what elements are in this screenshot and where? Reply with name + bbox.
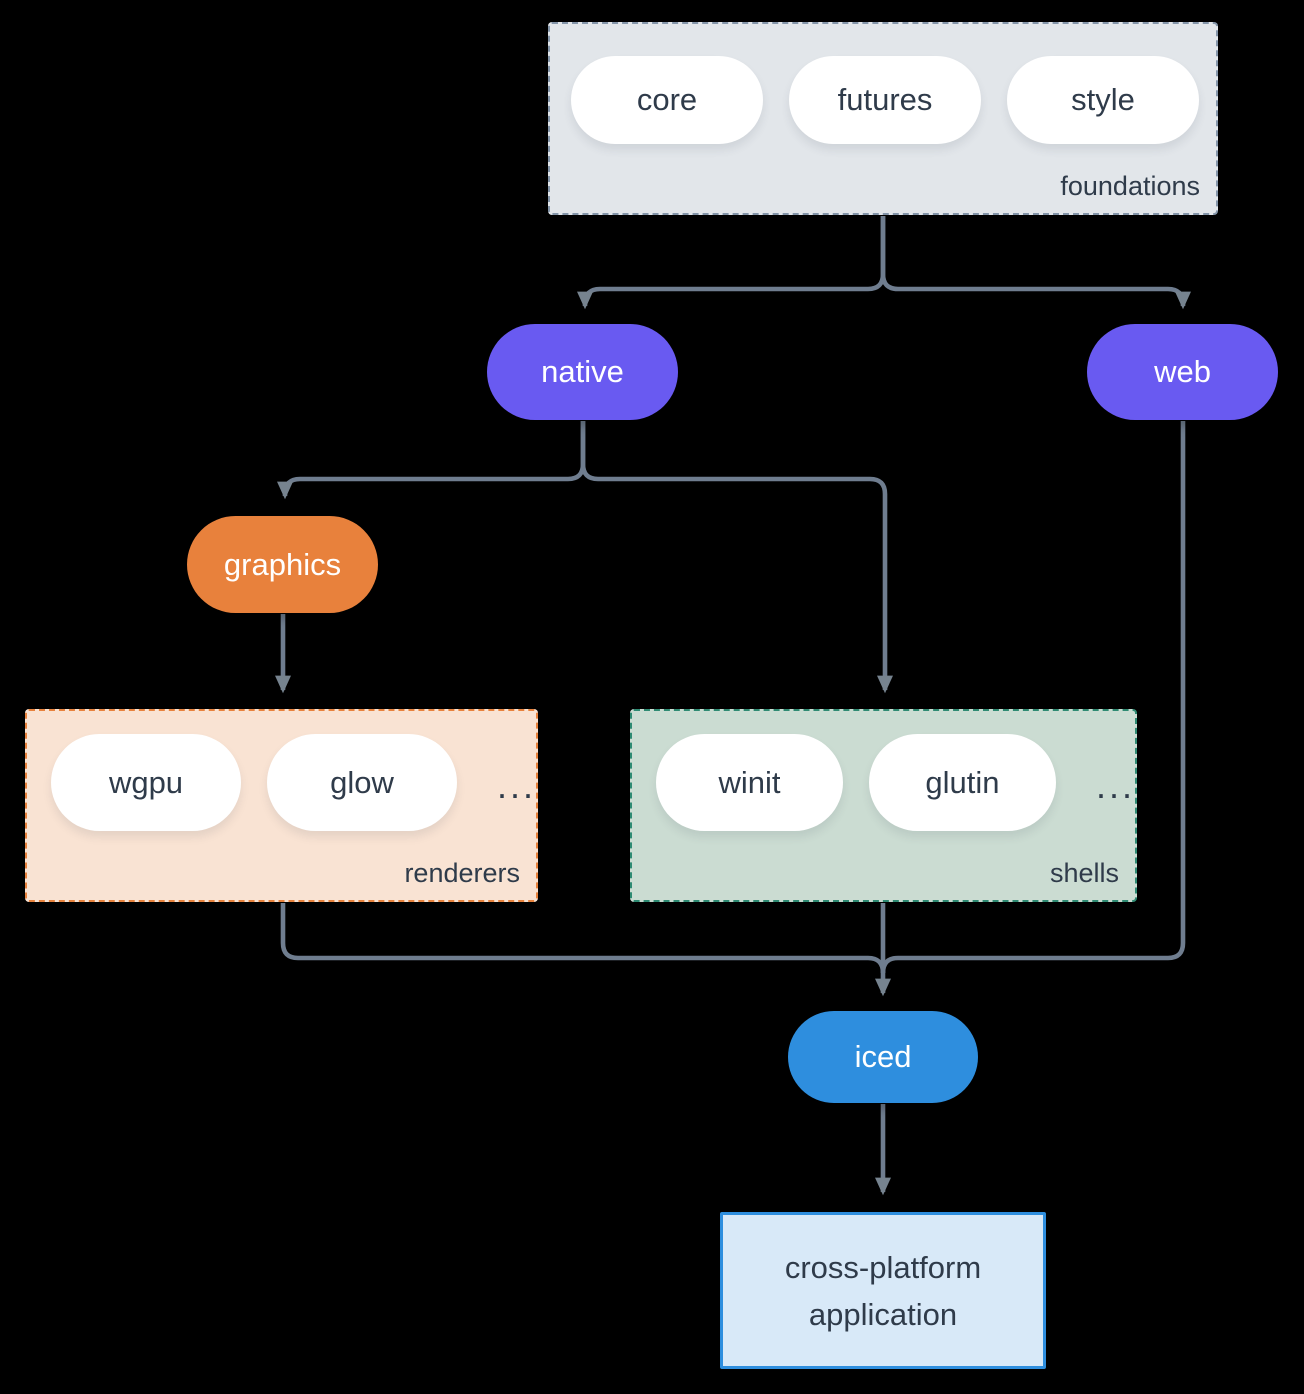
node-winit: winit bbox=[656, 734, 843, 831]
node-core: core bbox=[571, 56, 763, 144]
renderers-label: renderers bbox=[404, 858, 520, 888]
node-glutin: glutin bbox=[868, 734, 1056, 831]
node-graphics: graphics bbox=[187, 516, 378, 613]
node-wgpu: wgpu bbox=[51, 734, 241, 831]
node-native: native bbox=[487, 324, 678, 420]
application-line-2: application bbox=[808, 1296, 958, 1332]
node-glow: glow bbox=[266, 734, 457, 831]
foundations-pill-row: core futures style bbox=[550, 24, 1216, 144]
shells-ellipsis: ... bbox=[1095, 764, 1135, 806]
group-shells: winit glutin ... shells bbox=[630, 709, 1137, 902]
group-foundations: core futures style foundations bbox=[548, 22, 1218, 215]
edge-foundations-web bbox=[880, 216, 1191, 310]
node-cross-platform-application: cross-platform application bbox=[720, 1212, 1046, 1369]
application-line-1: cross-platform bbox=[784, 1249, 982, 1285]
edge-native-graphics bbox=[277, 421, 586, 500]
group-renderers: wgpu glow ... renderers bbox=[25, 709, 538, 902]
edge-native-shells bbox=[580, 421, 893, 694]
node-futures: futures bbox=[789, 56, 981, 144]
node-web: web bbox=[1087, 324, 1278, 420]
edge-foundations-native bbox=[577, 216, 886, 310]
edge-renderers-merge bbox=[280, 903, 886, 974]
shells-pill-row: winit glutin ... bbox=[632, 711, 1135, 831]
node-style: style bbox=[1007, 56, 1199, 144]
node-iced: iced bbox=[788, 1011, 978, 1103]
renderers-ellipsis: ... bbox=[496, 764, 536, 806]
shells-label: shells bbox=[1049, 858, 1119, 888]
renderers-pill-row: wgpu glow ... bbox=[27, 711, 536, 831]
foundations-label: foundations bbox=[1060, 171, 1200, 201]
